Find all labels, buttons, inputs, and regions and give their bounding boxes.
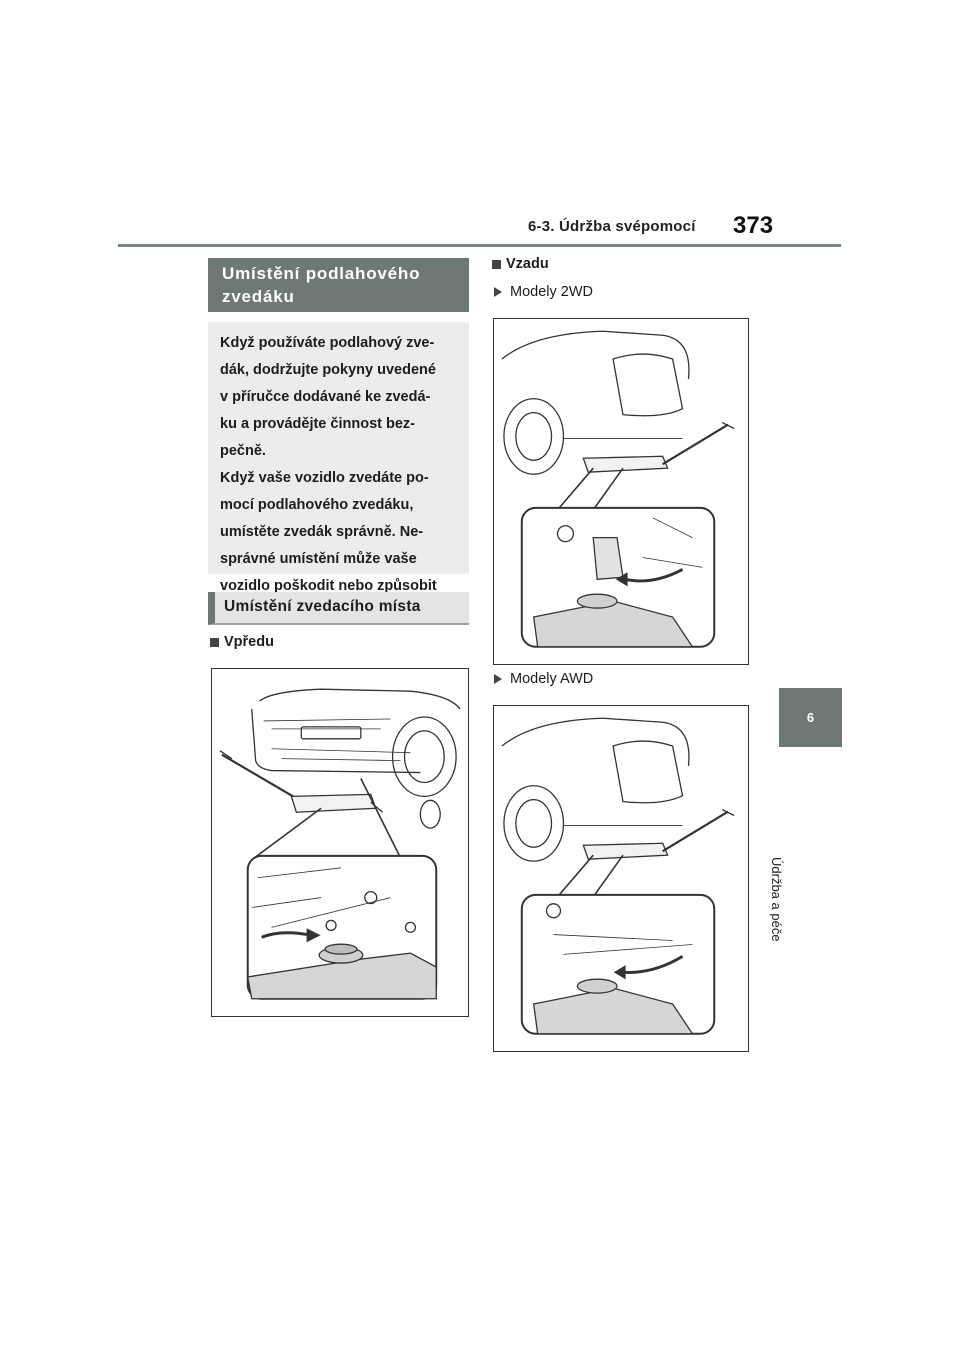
front-jack-illustration xyxy=(211,668,469,1017)
section-title: Umístění podlahového zvedáku xyxy=(208,258,469,312)
subsection-title: Umístění zvedacího místa xyxy=(208,592,469,625)
rear-awd-jack-illustration xyxy=(493,705,749,1052)
chapter-number: 6 xyxy=(806,710,815,725)
rear-2wd-heading: Modely 2WD xyxy=(494,284,593,300)
rear-awd-heading: Modely AWD xyxy=(494,671,593,687)
front-heading: Vpředu xyxy=(210,634,274,650)
intro-box: Když používáte podlahový zve- dák, dodrž… xyxy=(208,322,469,621)
triangle-bullet-icon xyxy=(494,674,502,684)
rear-heading: Vzadu xyxy=(492,256,549,272)
page-number: 373 xyxy=(733,212,774,239)
rear-heading-label: Vzadu xyxy=(506,256,549,272)
header-divider xyxy=(118,244,841,247)
header-section-title: 6-3. Údržba svépomocí xyxy=(528,218,696,235)
intro-text: Když používáte podlahový zve- dák, dodrž… xyxy=(220,335,437,621)
front-heading-label: Vpředu xyxy=(224,634,274,650)
square-bullet-icon xyxy=(210,637,219,647)
chapter-label: Údržba a péče xyxy=(769,857,784,942)
square-bullet-icon xyxy=(492,259,501,269)
rear-awd-label: Modely AWD xyxy=(510,671,594,687)
triangle-bullet-icon xyxy=(494,287,502,297)
chapter-tab: 6 xyxy=(779,688,842,747)
rear-2wd-label: Modely 2WD xyxy=(510,284,593,300)
chapter-label-wrap: Údržba a péče xyxy=(769,757,806,942)
rear-2wd-jack-illustration xyxy=(493,318,749,665)
